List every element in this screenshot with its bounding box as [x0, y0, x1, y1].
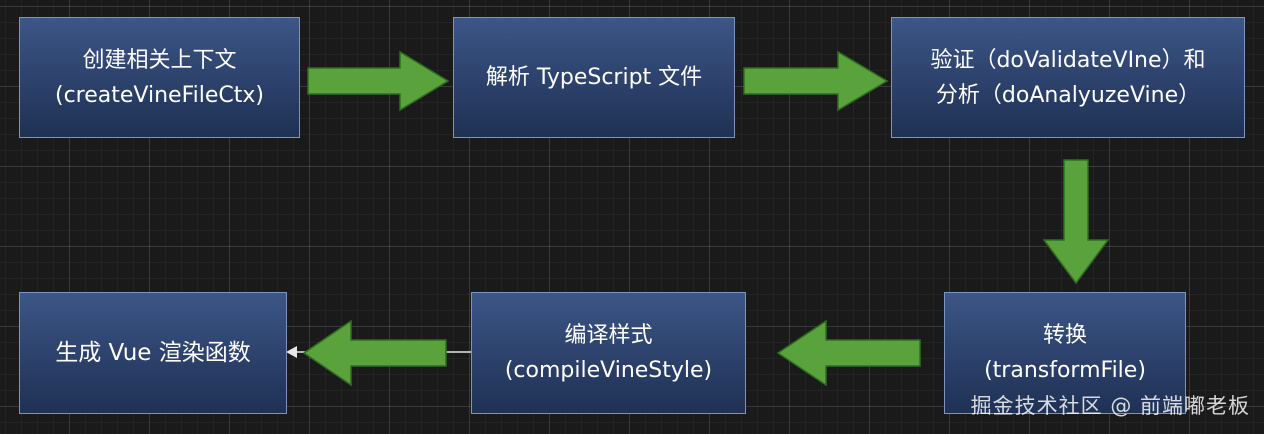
arrow-transform-to-compile [776, 319, 921, 387]
node-parse-typescript: 解析 TypeScript 文件 [453, 17, 735, 138]
connector-arrowhead [286, 346, 297, 358]
node-validate-analyze: 验证（doValidateVIne）和 分析（doAnalyuzeVine） [891, 17, 1245, 138]
watermark: 掘金技术社区 @ 前端嘟老板 [970, 394, 1250, 418]
node-text-line: 解析 TypeScript 文件 [485, 65, 703, 90]
node-text-line: (compileVineStyle) [504, 358, 713, 383]
arrow-create-to-parse [307, 50, 450, 112]
node-text-line: 转换 [1042, 323, 1087, 348]
node-transform: 转换 (transformFile) [944, 292, 1186, 414]
node-compile-style: 编译样式 (compileVineStyle) [471, 292, 746, 414]
node-text-line: 生成 Vue 渲染函数 [55, 339, 251, 366]
arrow-validate-to-transform [1042, 159, 1110, 285]
node-text-line: 编译样式 [564, 323, 653, 348]
node-text-line: (transformFile) [984, 358, 1146, 383]
node-generate-render: 生成 Vue 渲染函数 [19, 292, 287, 414]
node-create-context: 创建相关上下文 (createVineFileCtx) [19, 17, 300, 138]
arrow-compile-to-render [302, 319, 447, 387]
node-text-line: 创建相关上下文 [82, 47, 237, 73]
node-text-line: 分析（doAnalyuzeVine） [935, 82, 1201, 108]
arrow-parse-to-validate [743, 50, 889, 112]
node-text-line: (createVineFileCtx) [55, 82, 264, 108]
node-text-line: 验证（doValidateVIne）和 [930, 47, 1206, 73]
